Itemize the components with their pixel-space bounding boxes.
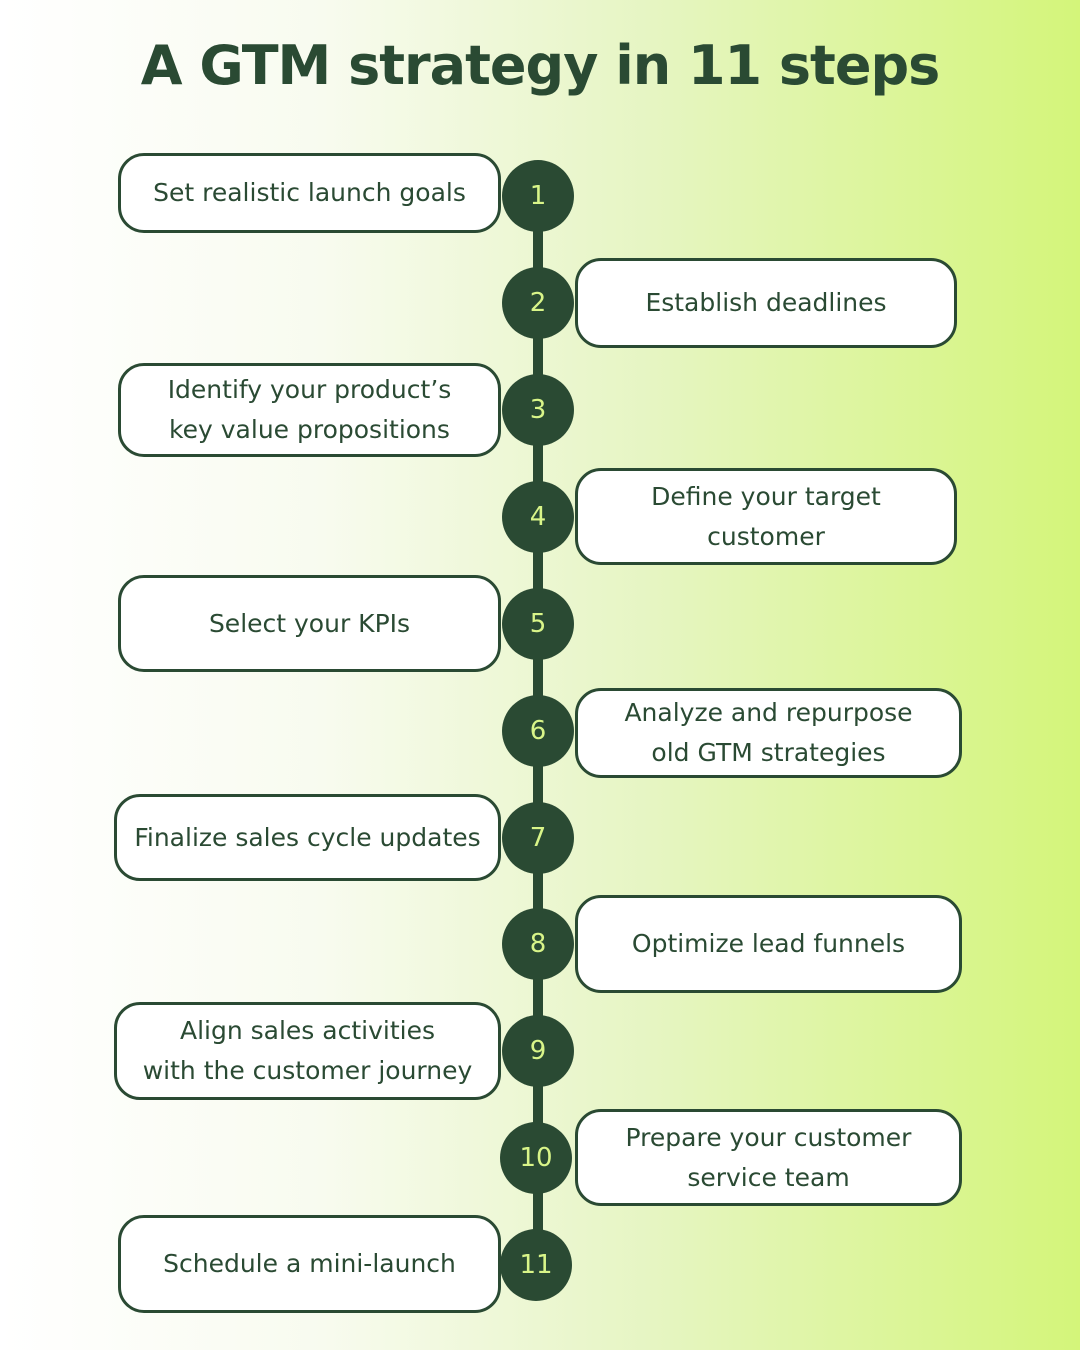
step-5-node: 5 xyxy=(502,588,574,660)
step-3-text: Identify your product’s key value propos… xyxy=(167,375,452,444)
step-2-node: 2 xyxy=(502,267,574,339)
step-10-text: Prepare your customer service team xyxy=(625,1122,912,1192)
step-6-node: 6 xyxy=(502,695,574,767)
step-2-box: Establish deadlines xyxy=(575,258,957,348)
step-1-node: 1 xyxy=(502,160,574,232)
step-9-text: Align sales activities with the customer… xyxy=(142,1016,473,1085)
step-6-text: Analyze and repurpose old GTM strategies xyxy=(624,698,913,767)
step-9-node: 9 xyxy=(502,1015,574,1087)
step-7-box: Finalize sales cycle updates xyxy=(114,794,501,881)
page-title: A GTM strategy in 11 steps xyxy=(140,34,941,97)
step-1-text: Set realistic launch goals xyxy=(153,178,466,207)
step-8-text: Optimize lead funnels xyxy=(631,929,906,958)
step-3-node: 3 xyxy=(502,374,574,446)
step-8-box: Optimize lead funnels xyxy=(575,895,962,993)
step-1-box: Set realistic launch goals xyxy=(118,153,501,233)
step-4-box: Define your target customer xyxy=(575,468,957,565)
step-11-box: Schedule a mini-launch xyxy=(118,1215,501,1313)
step-8-node: 8 xyxy=(502,908,574,980)
step-9-box: Align sales activities with the customer… xyxy=(114,1002,501,1100)
step-2-text: Establish deadlines xyxy=(645,288,887,317)
step-7-node: 7 xyxy=(502,802,574,874)
step-11-node: 11 xyxy=(500,1229,572,1301)
step-4-node: 4 xyxy=(502,481,574,553)
step-5-text: Select your KPIs xyxy=(208,608,411,638)
step-10-node: 10 xyxy=(500,1122,572,1194)
step-7-text: Finalize sales cycle updates xyxy=(134,822,481,852)
step-3-box: Identify your product’s key value propos… xyxy=(118,363,501,457)
step-10-box: Prepare your customer service team xyxy=(575,1109,962,1206)
step-11-text: Schedule a mini-launch xyxy=(163,1249,456,1278)
step-6-box: Analyze and repurpose old GTM strategies xyxy=(575,688,962,778)
step-5-box: Select your KPIs xyxy=(118,575,501,672)
step-4-text: Define your target customer xyxy=(651,481,881,551)
